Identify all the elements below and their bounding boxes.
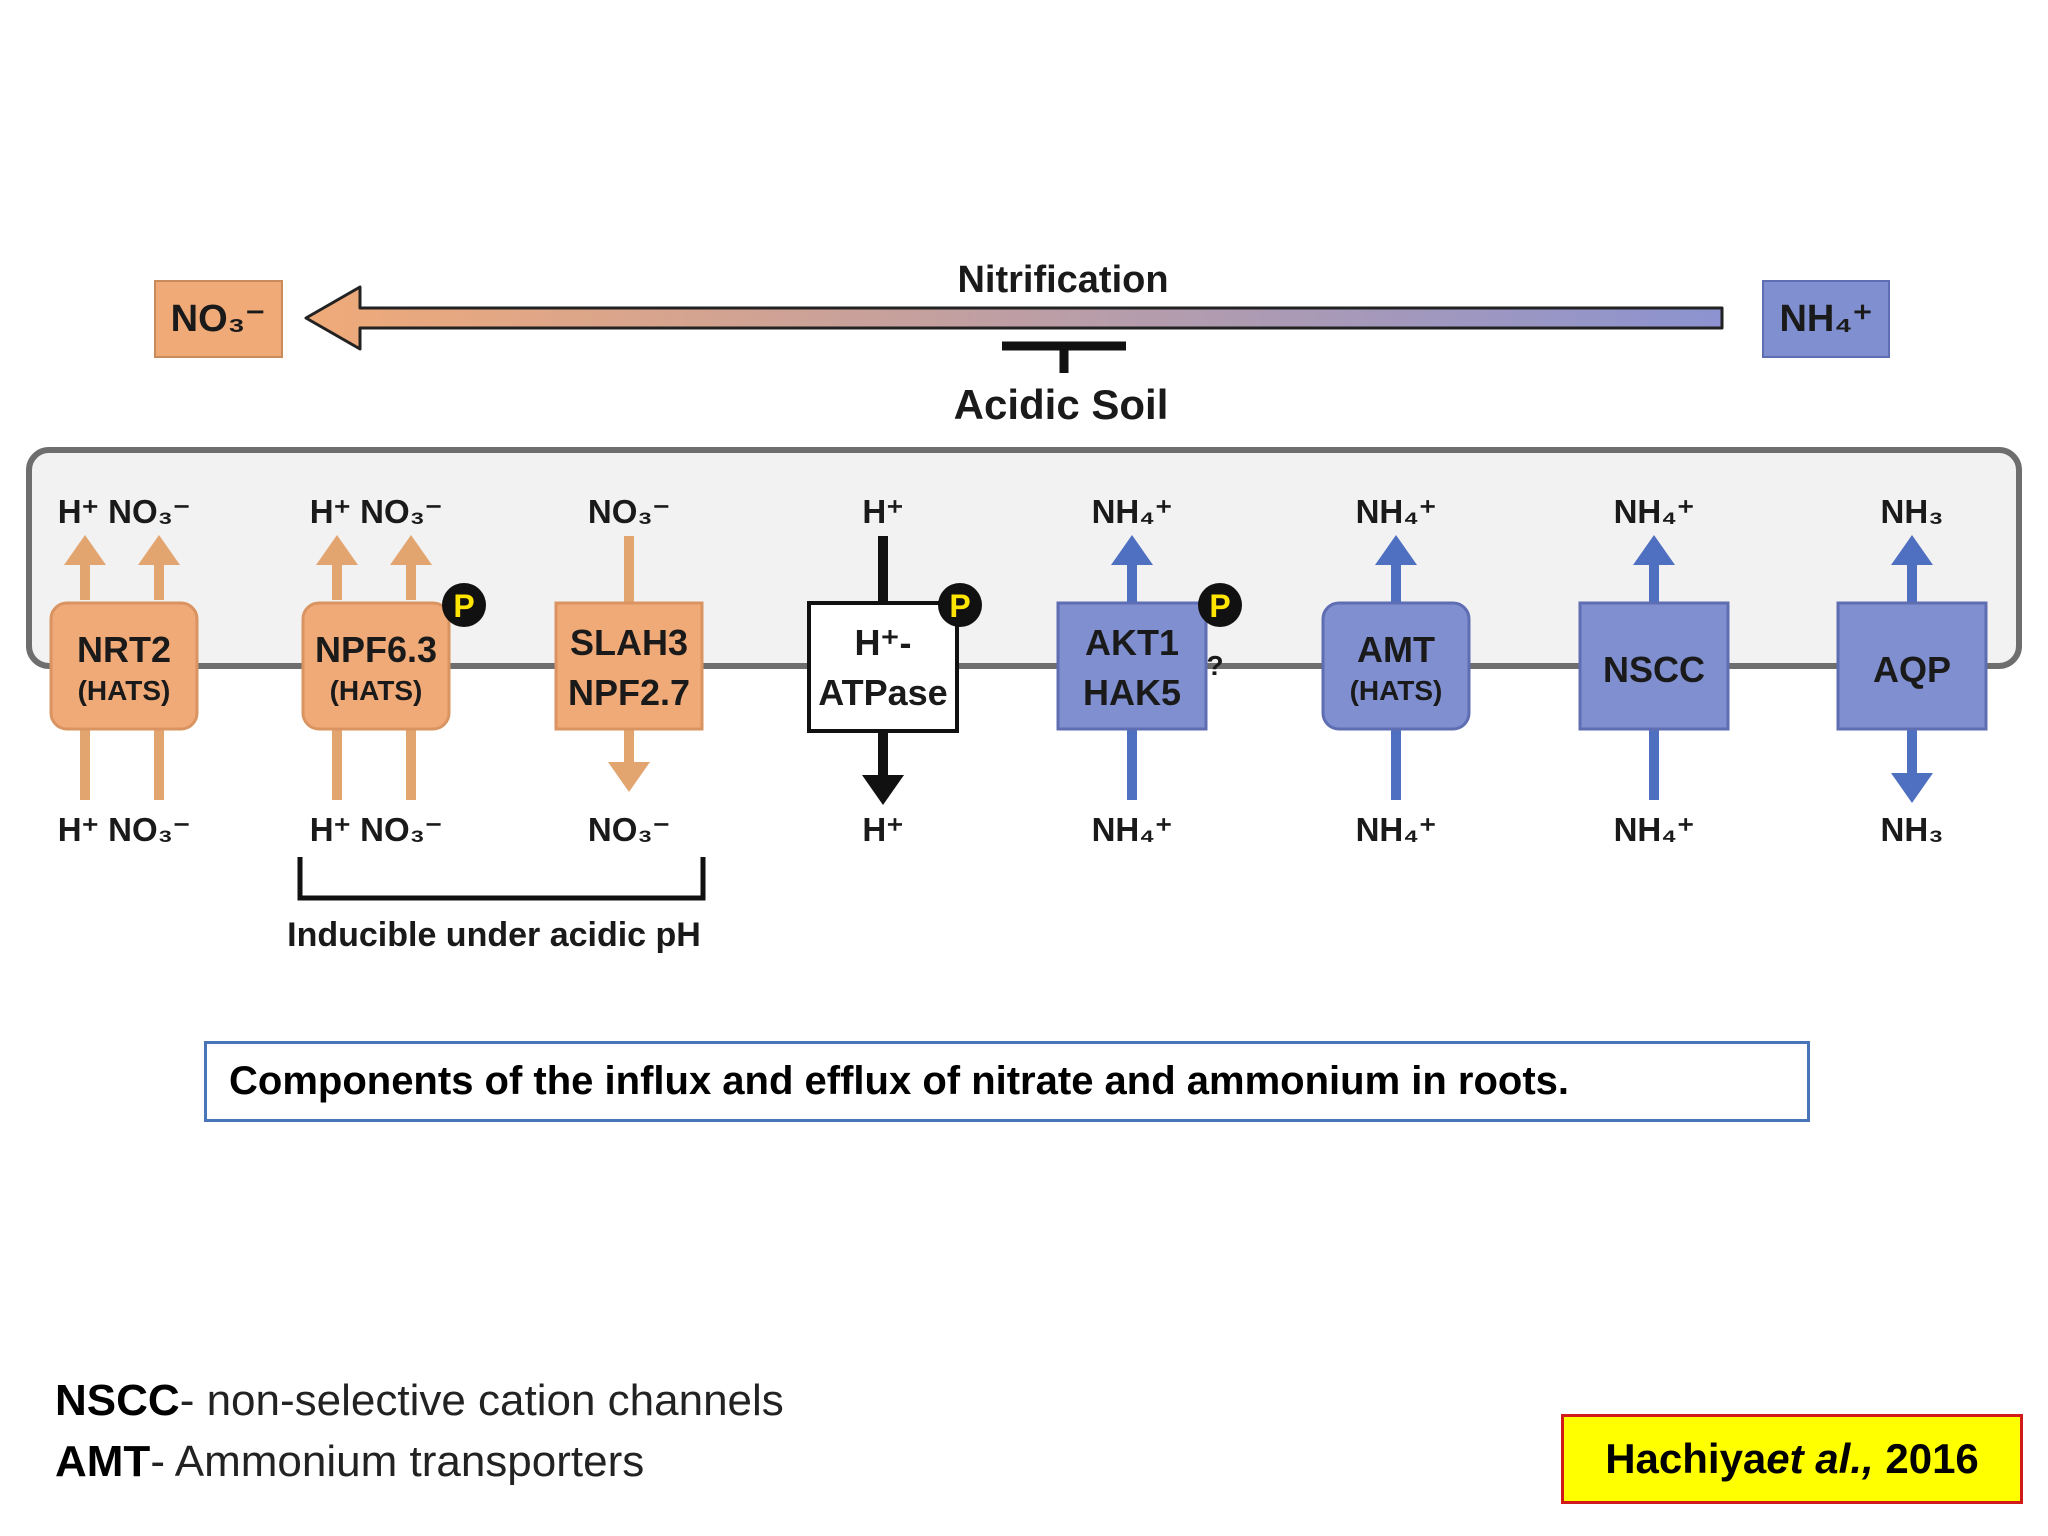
ion-label-outside: H⁺ [862,493,903,530]
citation-etal: et al., [1766,1435,1874,1482]
transporter-subname: HAK5 [1083,672,1181,713]
question-mark: ? [1206,650,1223,681]
transporter-aqp [1836,601,1988,731]
ion-label-inside: H⁺ [862,811,903,848]
no3-box-label: NO₃⁻ [171,298,266,340]
phosphorylation-label: P [453,588,474,624]
phosphorylation-badge [1198,583,1242,627]
influx-arrow-upper-head [390,535,432,565]
influx-arrow-upper-head [1111,535,1153,565]
ion-label-inside: H⁺ NO₃⁻ [310,811,443,848]
membrane [26,447,2022,669]
citation-box: Hachiya et al., 2016 [1561,1414,2023,1504]
transporter-slah3 [554,601,704,731]
transporter-name: H⁺- [855,622,912,663]
legend-definition: - Ammonium transporters [150,1437,645,1486]
citation-author: Hachiya [1605,1435,1767,1482]
ion-label-outside: NH₄⁺ [1092,493,1173,530]
transporter-subname: ATPase [818,672,947,713]
nh4-box-label: NH₄⁺ [1779,298,1872,340]
nh4-box [1762,280,1890,358]
ion-label-outside: NH₄⁺ [1356,493,1437,530]
inhibition-symbol [1002,341,1126,373]
inducible-label: Inducible under acidic pH [287,916,701,954]
bidirectional-arrow-up-head [1891,535,1933,565]
ion-label-outside: NH₃ [1881,493,1944,530]
ion-label-inside: NH₄⁺ [1614,811,1695,848]
phosphorylation-label: P [1209,588,1230,624]
transporter-name: NSCC [1603,649,1705,690]
transporter-name: AMT [1357,629,1435,670]
transporter-name: SLAH3 [570,622,688,663]
caption-text: Components of the influx and efflux of n… [229,1059,1570,1103]
legend: NSCC- non-selective cation channels AMT-… [55,1370,784,1492]
transporter-akt1 [1056,601,1208,731]
legend-item-nscc: NSCC- non-selective cation channels [55,1370,784,1431]
transporter-atpase [807,601,959,733]
ion-label-outside: H⁺ NO₃⁻ [58,493,191,530]
transporter-subname: (HATS) [330,675,423,706]
transporter-name: NPF6.3 [315,629,437,670]
inducible-bracket [297,857,706,901]
influx-arrow-upper-head [316,535,358,565]
phosphorylation-label: P [949,588,970,624]
transporter-name: NRT2 [77,629,171,670]
legend-term: NSCC [55,1376,180,1425]
influx-arrow-upper-head [64,535,106,565]
transporter-subname: NPF2.7 [568,672,690,713]
transporter-name: AQP [1873,649,1951,690]
transporter-nscc [1578,601,1730,731]
legend-term: AMT [55,1437,151,1486]
bidirectional-arrow-down-head [1891,773,1933,803]
transporter-amt [1321,601,1471,731]
transporter-name: AKT1 [1085,622,1179,663]
ion-label-outside: NH₄⁺ [1614,493,1695,530]
influx-arrow-upper-head [1375,535,1417,565]
citation-year: 2016 [1873,1435,1979,1482]
transporter-subname: (HATS) [1350,675,1443,706]
legend-definition: - non-selective cation channels [179,1376,784,1425]
ion-label-outside: H⁺ NO₃⁻ [310,493,443,530]
ion-label-inside: H⁺ NO₃⁻ [58,811,191,848]
influx-arrow-upper-head [1633,535,1675,565]
nitrification-arrow [304,285,1724,351]
phosphorylation-badge [938,583,982,627]
transporter-nrt2 [49,601,199,731]
legend-item-amt: AMT- Ammonium transporters [55,1431,784,1492]
ion-label-inside: NO₃⁻ [588,811,670,848]
no3-box [154,280,283,358]
transporter-npf63 [301,601,451,731]
acidic-soil-label: Acidic Soil [954,381,1169,428]
efflux-arrow-lower-head [608,762,650,792]
nitrification-label: Nitrification [957,259,1168,301]
ion-label-inside: NH₄⁺ [1092,811,1173,848]
transport-diagram: NO₃⁻ NH₄⁺ Nitrification Acidic Soil NRT2… [26,259,2022,954]
ion-label-inside: NH₃ [1881,811,1944,848]
phosphorylation-badge [442,583,486,627]
transporter-subname: (HATS) [78,675,171,706]
ion-label-inside: NH₄⁺ [1356,811,1437,848]
ion-label-outside: NO₃⁻ [588,493,670,530]
transporter-group: NRT2 (HATS) H⁺ NO₃⁻ H⁺ NO₃⁻ NPF6.3 (HATS) P H⁺ … [49,493,1988,848]
influx-arrow-upper-head [138,535,180,565]
caption-box: Components of the influx and efflux of n… [204,1041,1810,1122]
proton-pump-arrow-head [862,775,904,805]
